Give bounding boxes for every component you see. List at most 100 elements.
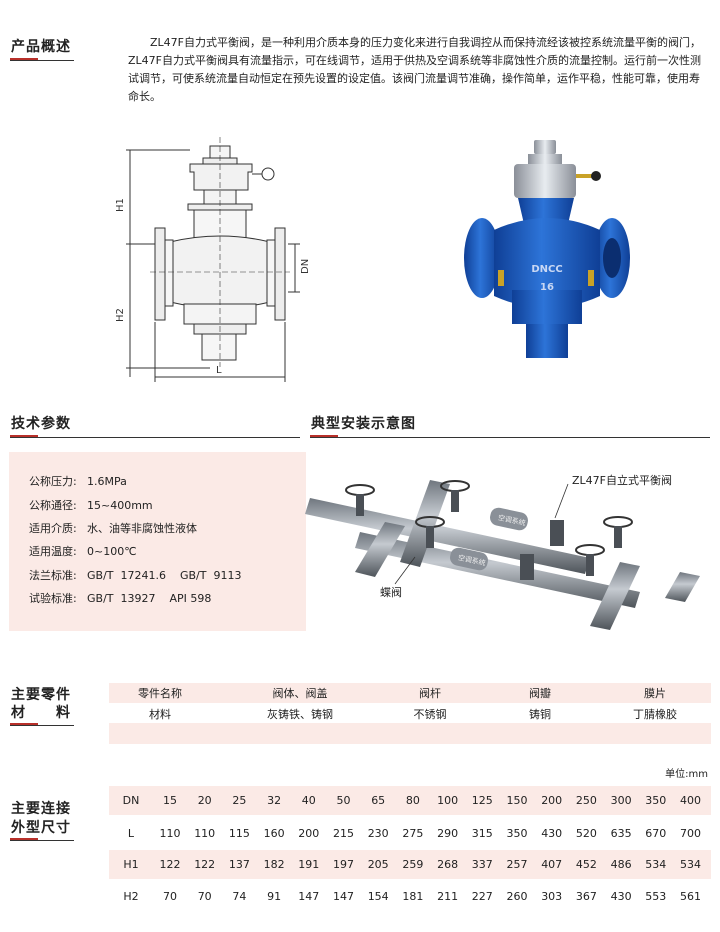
parts-header-cell: 零件名称 — [138, 687, 182, 700]
install-title-accent — [310, 435, 338, 437]
dims-cell: 200 — [298, 827, 320, 840]
param-key: 公称压力: — [29, 475, 77, 488]
dims-cell: 561 — [680, 890, 701, 903]
parts-header-cell: 阀瓣 — [529, 687, 551, 700]
dims-cell: 215 — [333, 827, 354, 840]
dims-cell: 486 — [610, 858, 632, 871]
dims-row-label: L — [127, 827, 135, 840]
param-row-flange: 法兰标准: GB/T 17241.6 GB/T 9113 — [29, 567, 241, 583]
param-value: 15~400mm — [87, 499, 153, 512]
tech-params-panel: 公称压力: 1.6MPa 公称通径:15~400mm 适用介质: 水、油等非腐蚀性液… — [9, 452, 306, 631]
parts-header-cell: 阀体、阀盖 — [272, 687, 328, 700]
dims-cell: 182 — [263, 858, 285, 871]
tech-title-rule — [10, 437, 300, 438]
dims-cell: 700 — [680, 827, 701, 840]
dims-cell: 315 — [471, 827, 493, 840]
dims-row-label: DN — [122, 794, 140, 807]
dims-cell: 80 — [405, 794, 420, 807]
param-value: 0~100℃ — [87, 545, 137, 558]
dims-cell: 260 — [506, 890, 528, 903]
dims-cell: 520 — [575, 827, 597, 840]
param-row-pressure: 公称压力: 1.6MPa — [29, 473, 127, 489]
dims-cell: 74 — [232, 890, 247, 903]
param-value: GB/T 17241.6 GB/T 9113 — [87, 569, 242, 582]
param-row-diameter: 公称通径:15~400mm — [29, 497, 153, 513]
parts-value-cell: 材料 — [149, 708, 171, 721]
dims-cell: 534 — [645, 858, 667, 871]
tech-title-accent — [10, 435, 38, 437]
overview-title-rule — [10, 60, 74, 61]
drawing-label-h2: H2 — [115, 308, 126, 322]
dims-cell: 20 — [197, 794, 212, 807]
dims-title-line1: 主要连接 — [11, 801, 71, 817]
dims-cell: 259 — [402, 858, 424, 871]
dims-cell: 181 — [402, 890, 424, 903]
overview-title-accent — [10, 58, 38, 60]
dims-row-label: H2 — [123, 890, 139, 903]
dims-cell: 70 — [163, 890, 177, 903]
dims-cell: 147 — [298, 890, 320, 903]
drawing-label-dn: DN — [300, 259, 311, 274]
dims-title: 主要连接 外型尺寸 — [11, 800, 71, 838]
install-label-butterfly: 蝶阀 — [380, 585, 402, 599]
dims-unit: 单位:mm — [665, 769, 708, 780]
dims-cell: 257 — [506, 858, 528, 871]
dims-cell: 430 — [541, 827, 563, 840]
param-value: 水、油等非腐蚀性液体 — [87, 522, 197, 535]
param-row-medium: 适用介质: 水、油等非腐蚀性液体 — [29, 520, 197, 536]
dims-cell: 160 — [263, 827, 285, 840]
param-value: 1.6MPa — [87, 475, 127, 488]
parts-empty-band — [109, 723, 711, 744]
param-value: GB/T 13927 API 598 — [87, 592, 212, 605]
param-key: 法兰标准: — [29, 569, 77, 582]
dims-cell: 197 — [333, 858, 354, 871]
tech-title: 技术参数 — [11, 416, 71, 432]
overview-text: ZL47F自力式平衡阀，是一种利用介质本身的压力变化来进行自我调控从而保持流经该… — [128, 34, 710, 106]
dims-cell: 430 — [610, 890, 632, 903]
parts-value-cell: 不锈钢 — [413, 708, 447, 721]
parts-header-cell: 膜片 — [644, 687, 666, 700]
dims-cell: 147 — [333, 890, 354, 903]
dims-cell: 32 — [267, 794, 282, 807]
drawing-label-l: L — [216, 365, 222, 376]
dims-cell: 100 — [437, 794, 459, 807]
dims-cell: 290 — [437, 827, 459, 840]
dims-cell: 110 — [159, 827, 181, 840]
dims-cell: 122 — [159, 858, 181, 871]
dims-cell: 268 — [437, 858, 459, 871]
installation-diagram: 空调系统 空调系统 ZL47F自立式平衡阀 蝶阀 — [305, 473, 700, 630]
valve-product-photo: DNCC 16 — [464, 140, 630, 358]
dims-cell: 635 — [610, 827, 632, 840]
dims-cell: 70 — [197, 890, 212, 903]
parts-title-line2: 材 料 — [11, 705, 71, 721]
dims-cell: 40 — [301, 794, 316, 807]
dims-cell: 534 — [680, 858, 701, 871]
install-title: 典型安装示意图 — [311, 416, 416, 432]
dims-cell: 15 — [163, 794, 177, 807]
parts-title-line1: 主要零件 — [11, 687, 71, 703]
parts-header-cell: 阀杆 — [419, 687, 441, 700]
dims-cell: 670 — [645, 827, 667, 840]
dims-cell: 25 — [232, 794, 247, 807]
parts-value-cell: 灰铸铁、铸钢 — [267, 708, 333, 721]
dims-cell: 300 — [610, 794, 632, 807]
valve-engineering-drawing: H1 H2 DN L — [115, 137, 311, 382]
install-title-rule — [310, 437, 710, 438]
param-key: 适用介质: — [29, 522, 77, 535]
dims-cell: 110 — [194, 827, 216, 840]
dims-cell: 50 — [336, 794, 351, 807]
dims-cell: 122 — [194, 858, 216, 871]
dims-cell: 191 — [298, 858, 320, 871]
dims-cell: 230 — [367, 827, 389, 840]
dims-cell: 250 — [575, 794, 597, 807]
dims-cell: 303 — [541, 890, 563, 903]
dims-cell: 452 — [575, 858, 597, 871]
param-key: 适用温度: — [29, 545, 77, 558]
dims-cell: 275 — [402, 827, 424, 840]
dims-row-label: H1 — [123, 858, 139, 871]
overview-paragraph: ZL47F自力式平衡阀，是一种利用介质本身的压力变化来进行自我调控从而保持流经该… — [128, 36, 701, 103]
dims-cell: 200 — [541, 794, 563, 807]
